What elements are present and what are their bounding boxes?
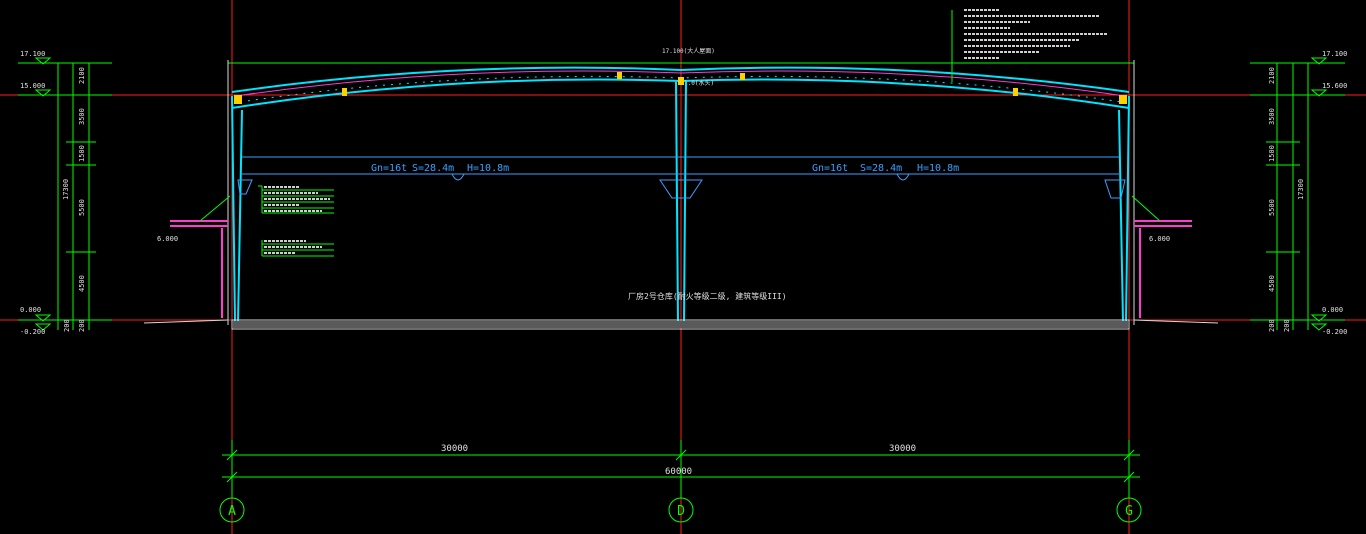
dim-seg-6-right: 200 [1268,319,1276,332]
dim-seg-5-right: 4500 [1268,275,1276,292]
dim-span-right: 30000 [889,444,916,454]
elev-right-base: -0.200 [1322,328,1347,336]
elev-right-top: 17.100 [1322,50,1347,58]
elev-right-eave: 15.600 [1322,82,1347,90]
elev-left-top: 17.100 [20,50,45,58]
crane-1-height: H=10.8m [467,163,509,174]
elev-left-eave: 15.000 [20,82,45,90]
crane-1-capacity: Gn=16t [371,163,407,174]
crane-2-capacity: Gn=16t [812,163,848,174]
dim-span-left: 30000 [441,444,468,454]
crane-2-height: H=10.8m [917,163,959,174]
ridge-label: 17.100(大人屋面) [662,47,715,55]
axis-label-g: G [1125,504,1133,519]
axis-bubble-d: D [668,497,694,523]
elev-left-base: -0.200 [20,328,45,336]
floor-note: 厂房2号仓库(耐火等级二级, 建筑等级III) [628,291,787,301]
material-note-upper [258,185,334,214]
left-dimension-chain [18,57,112,331]
dim-base-right: 200 [1283,319,1291,332]
dim-seg-5-left: 4500 [78,275,86,292]
dim-span-total: 60000 [665,467,692,477]
dim-seg-3-right: 1500 [1268,145,1276,162]
elev-left-ground: 0.000 [20,306,41,314]
material-note-lower [261,240,334,257]
elev-right-ground: 0.000 [1322,306,1343,314]
crane-girders [237,156,1126,199]
axis-bubble-g-circle [1116,497,1142,523]
dim-total-right: 17300 [1297,179,1305,200]
dim-seg-4-left: 5500 [78,199,86,216]
dim-total-left: 17300 [62,179,70,200]
crane-2-span: S=28.4m [860,163,902,174]
dim-seg-1-right: 2100 [1268,67,1276,84]
dim-seg-2-left: 3500 [78,108,86,125]
axis-bubble-a-circle [219,497,245,523]
ridge-sub-label: 1.0(水头) [684,79,714,87]
columns [227,60,1135,325]
purlin-markers [234,72,1127,104]
dim-seg-6-left: 200 [78,319,86,332]
axis-bubble-g: G [1116,497,1142,523]
dim-base-left: 200 [63,319,71,332]
crane-1-span: S=28.4m [412,163,454,174]
axis-label-a: A [228,504,236,519]
canopy-right-elev: 6.000 [1149,235,1170,243]
side-canopies [143,195,1219,324]
horizontal-dimensions [222,440,1140,498]
axis-bubble-a: A [219,497,245,523]
dim-seg-2-right: 3500 [1268,108,1276,125]
axis-label-d: D [677,504,685,519]
dim-seg-4-right: 5500 [1268,199,1276,216]
roof-note [951,9,1108,82]
dim-seg-1-left: 2100 [78,67,86,84]
dim-seg-3-left: 1500 [78,145,86,162]
axis-bubble-d-circle [668,497,694,523]
canopy-left-elev: 6.000 [157,235,178,243]
right-dimension-chain [1250,57,1345,331]
ground-slab [231,319,1130,330]
